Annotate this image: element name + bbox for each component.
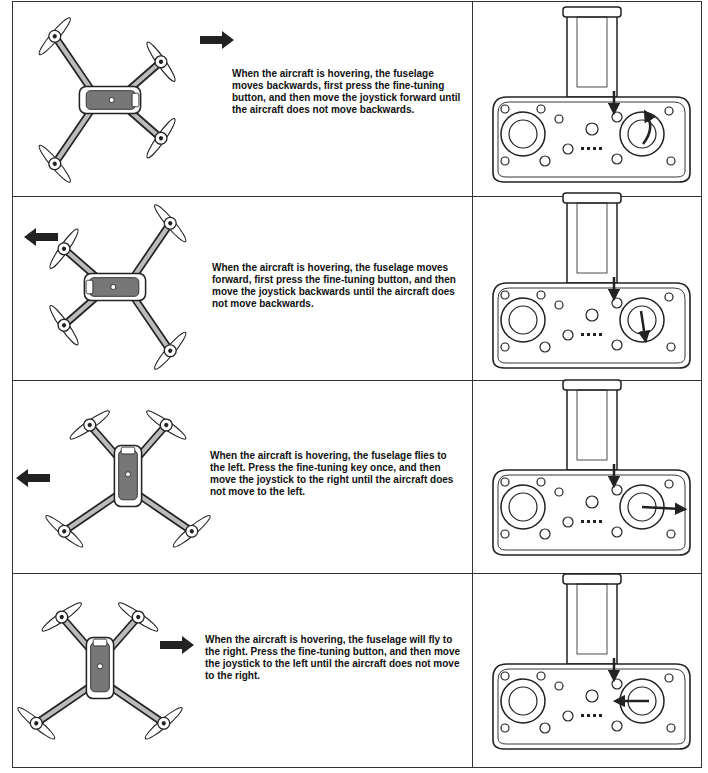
line-art	[14, 598, 186, 743]
instruction-text: When the aircraft is hovering, the fusel…	[232, 68, 468, 116]
line-art	[493, 7, 690, 182]
line-art	[472, 2, 473, 768]
direction-arrow	[16, 31, 234, 654]
instruction-text: When the aircraft is hovering, the fusel…	[210, 450, 462, 498]
table-grid	[13, 2, 702, 768]
line-art	[493, 193, 690, 368]
drone-figure	[14, 14, 214, 743]
line-art	[493, 574, 690, 749]
line-art	[16, 469, 50, 487]
line-art	[200, 31, 234, 49]
line-art	[45, 201, 190, 373]
line-art	[493, 574, 690, 749]
line-art	[13, 2, 702, 768]
line-art	[24, 228, 58, 246]
line-art	[641, 311, 645, 337]
line-art	[42, 406, 214, 551]
line-art	[160, 636, 194, 654]
line-art	[35, 14, 180, 186]
remote-controller	[493, 7, 690, 749]
line-art	[493, 380, 690, 555]
line-art	[642, 507, 681, 509]
line-art	[493, 380, 690, 555]
line-art	[493, 7, 690, 182]
line-art	[643, 115, 650, 144]
line-art	[493, 193, 690, 368]
instruction-text: When the aircraft is hovering, the fusel…	[205, 634, 465, 682]
line-art	[619, 700, 649, 703]
instruction-text: When the aircraft is hovering, the fusel…	[212, 262, 464, 310]
